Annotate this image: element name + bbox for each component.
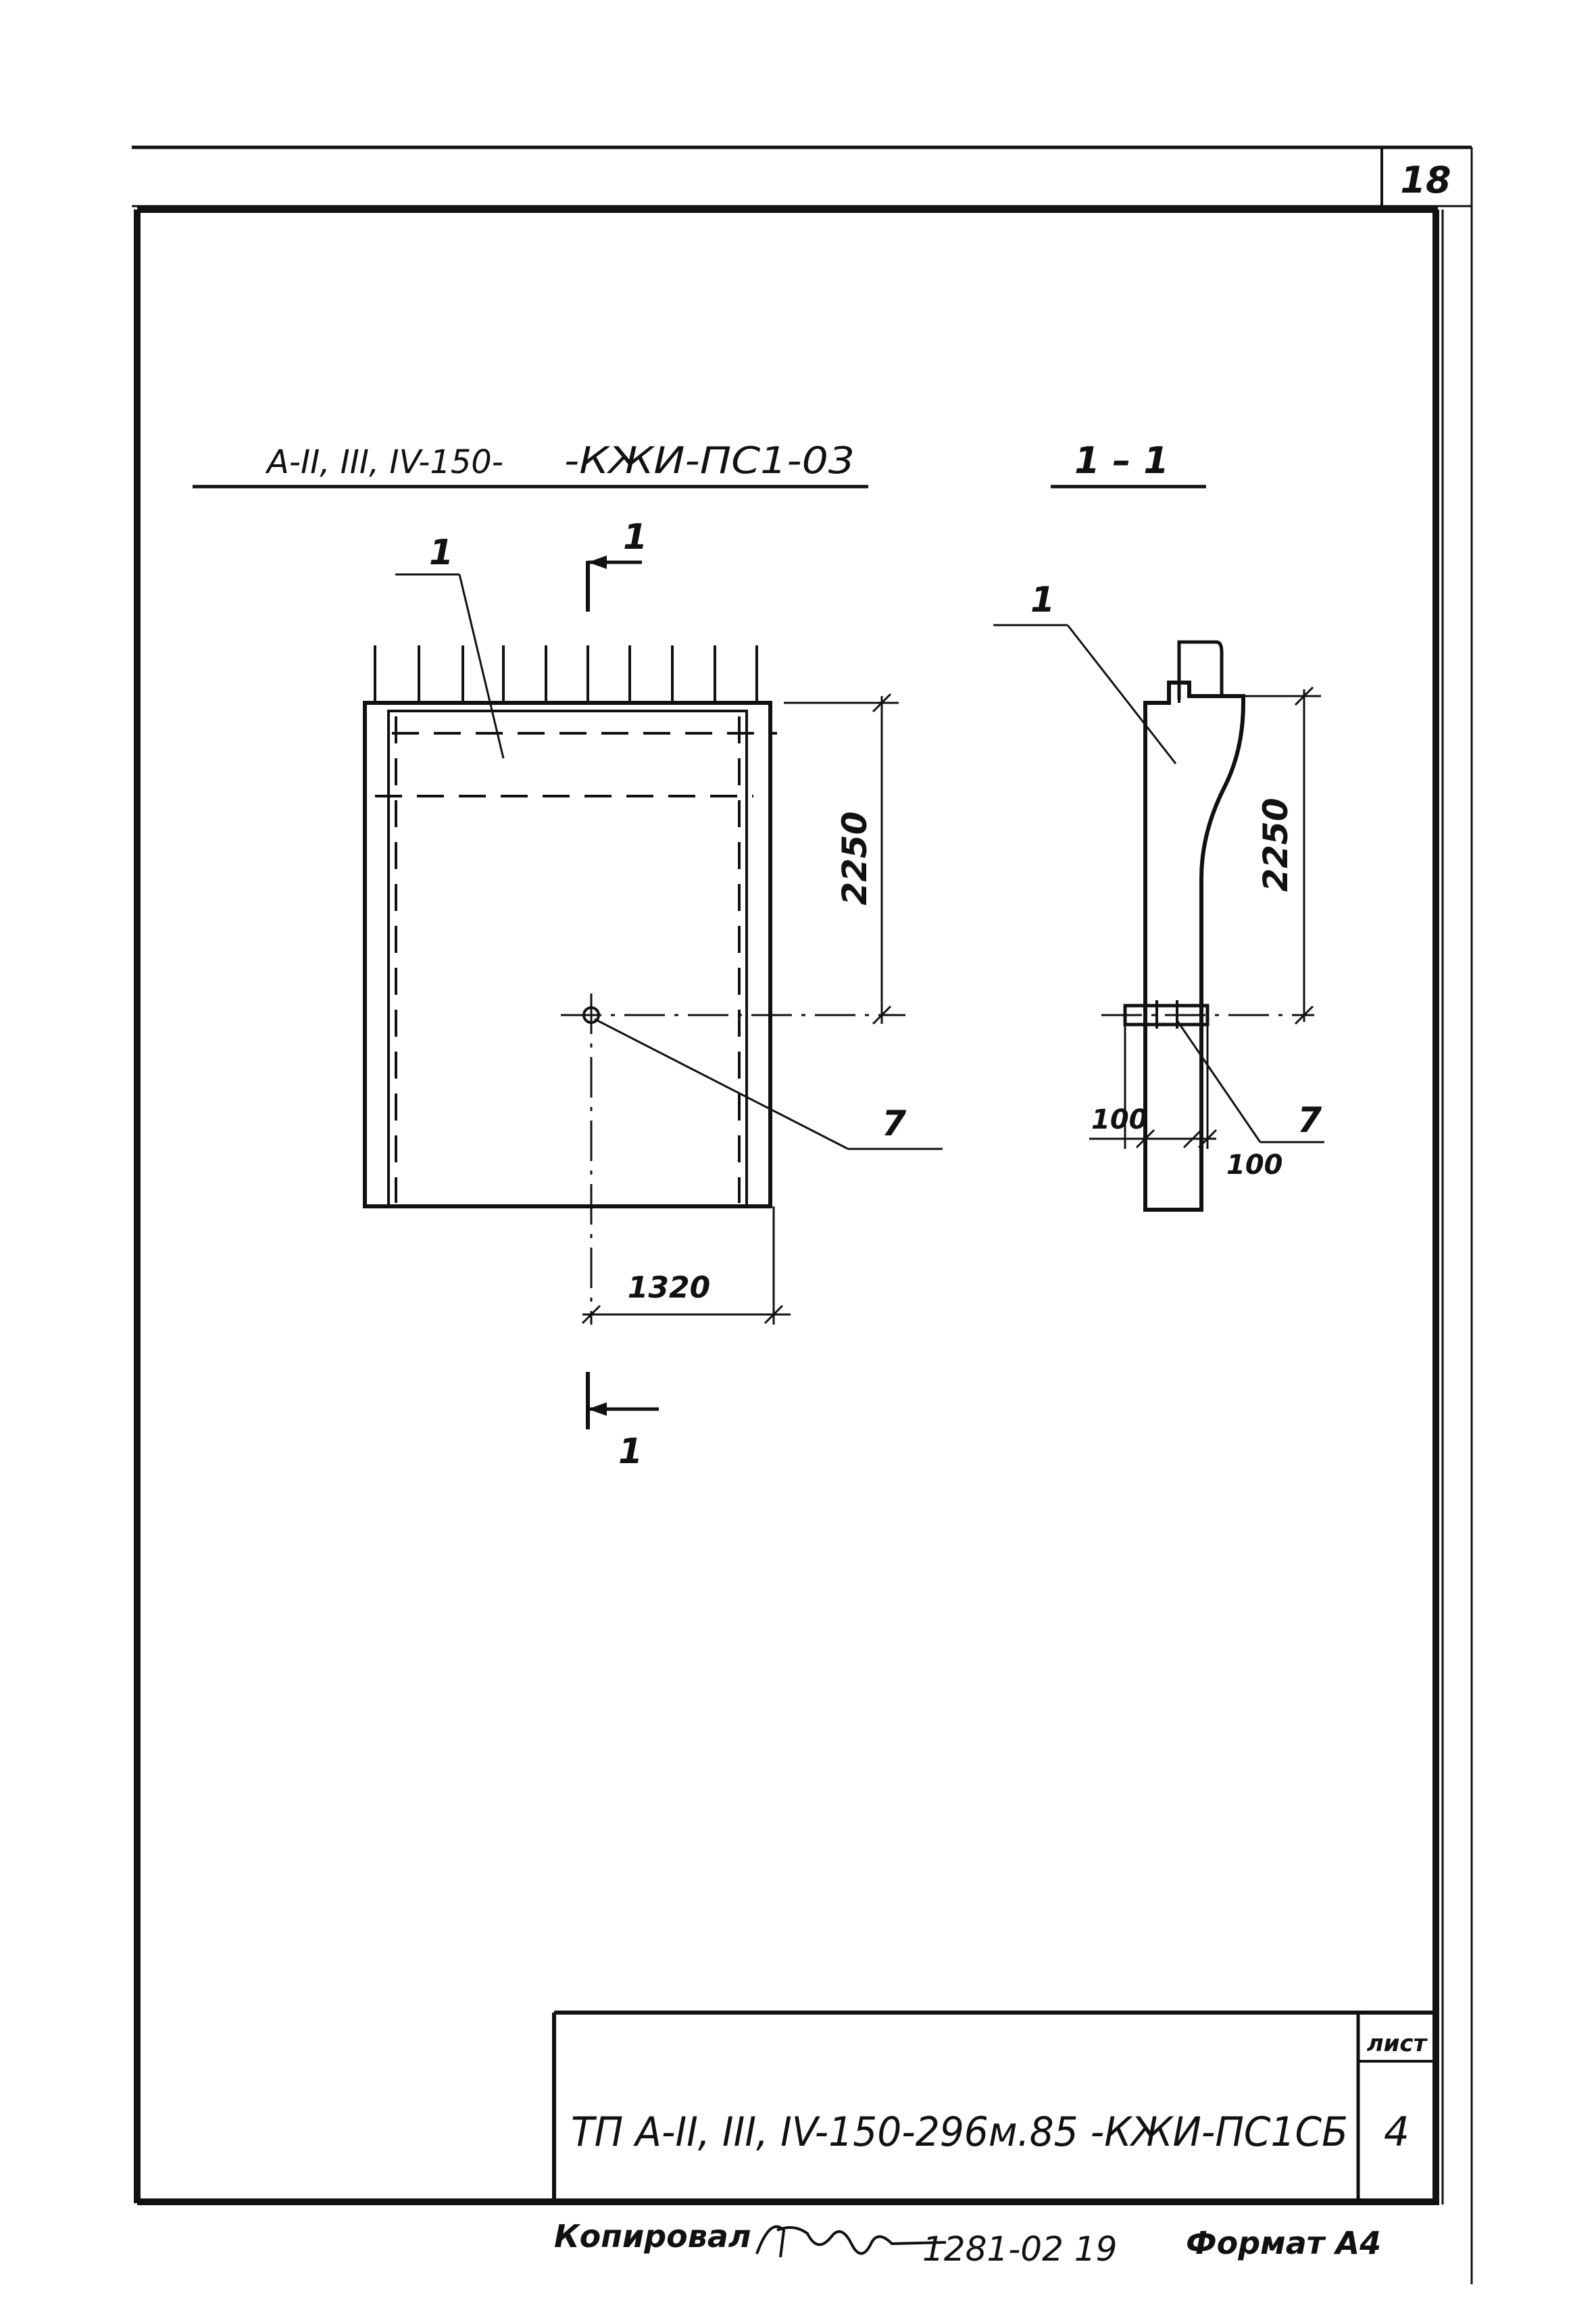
dimension-height-front-label: 2250 (835, 811, 874, 905)
signature (755, 2225, 947, 2258)
leader-7-front: 7 (594, 1018, 943, 1150)
section-heading: 1 – 1 (1051, 439, 1206, 489)
section-mark-top: 1 (586, 517, 647, 612)
section-mark-bottom-label: 1 (618, 1431, 643, 1472)
leader-label-7-section: 7 (1297, 1100, 1322, 1141)
front-view-panel (363, 645, 905, 1325)
section-title: 1 – 1 (1074, 439, 1169, 482)
leader-1-front: 1 (395, 533, 505, 759)
leader-1-section: 1 (993, 580, 1177, 764)
dimension-width-front: 1320 (581, 1206, 791, 1325)
sheet-number-box: 18 (1380, 147, 1451, 206)
section-mark-bottom: 1 (586, 1372, 659, 1472)
title-block-sheet-label: лист (1367, 2030, 1428, 2057)
drawing-title-left: А-II, III, IV-150- (265, 443, 503, 481)
dimension-height-section: 2250 (1243, 686, 1321, 1025)
dimension-offset-right-label: 100 (1226, 1150, 1283, 1181)
front-view-heading: А-II, III, IV-150- -КЖИ-ПС1-03 (193, 439, 868, 489)
section-mark-top-label: 1 (623, 517, 647, 558)
footer: Копировал 1281-02 19 Формат А4 (554, 2218, 1381, 2269)
section-view (1101, 640, 1314, 1212)
leader-label-1-section: 1 (1030, 580, 1055, 620)
dimension-width-front-label: 1320 (628, 1271, 710, 1305)
title-block: ТП А-II, III, IV-150-296м.85 -КЖИ-ПС1СБ … (552, 2011, 1436, 2203)
title-block-code: ТП А-II, III, IV-150-296м.85 -КЖИ-ПС1СБ (571, 2109, 1348, 2156)
leader-label-1-front: 1 (429, 533, 453, 573)
leader-7-section: 7 (1176, 1020, 1324, 1143)
footer-copied-label: Копировал (554, 2218, 751, 2255)
title-block-sheet-value: 4 (1384, 2109, 1410, 2156)
dimension-offset-left-label: 100 (1091, 1104, 1148, 1135)
drawing-title-right: -КЖИ-ПС1-03 (564, 439, 855, 482)
sheet-number: 18 (1400, 159, 1451, 201)
leader-label-7-front: 7 (882, 1104, 907, 1144)
dimension-height-section-label: 2250 (1256, 797, 1295, 891)
footer-order-number: 1281-02 19 (922, 2230, 1117, 2269)
dimension-offsets-section: 100 100 (1089, 1025, 1283, 1181)
sheet-frame (132, 145, 1473, 2284)
footer-format: Формат А4 (1186, 2225, 1381, 2261)
dimension-height-front: 2250 (784, 693, 899, 1025)
